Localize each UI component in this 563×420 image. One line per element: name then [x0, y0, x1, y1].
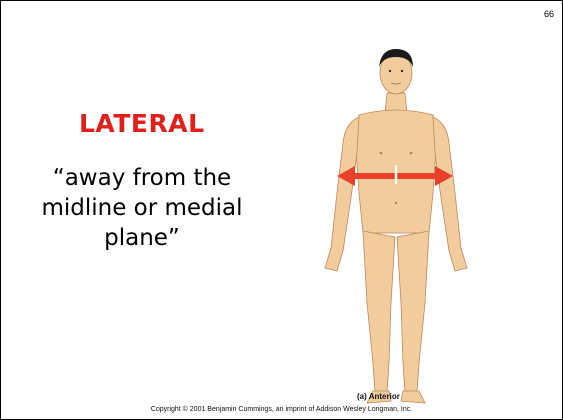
body-figure-anterior-icon — [301, 43, 491, 419]
double-headed-arrow-icon — [337, 166, 453, 186]
page-number: 66 — [544, 9, 554, 19]
definition-line: midline or medial — [7, 193, 277, 223]
definition-text: “away from the midline or medial plane” — [7, 163, 277, 253]
figure-caption: (a) Anterior — [357, 392, 400, 401]
anatomical-figure — [301, 43, 491, 419]
copyright-notice: Copyright © 2001 Benjamin Cummings, an i… — [1, 406, 562, 413]
definition-line: plane” — [7, 223, 277, 253]
slide-title: LATERAL — [79, 109, 205, 138]
definition-line: “away from the — [7, 163, 277, 193]
